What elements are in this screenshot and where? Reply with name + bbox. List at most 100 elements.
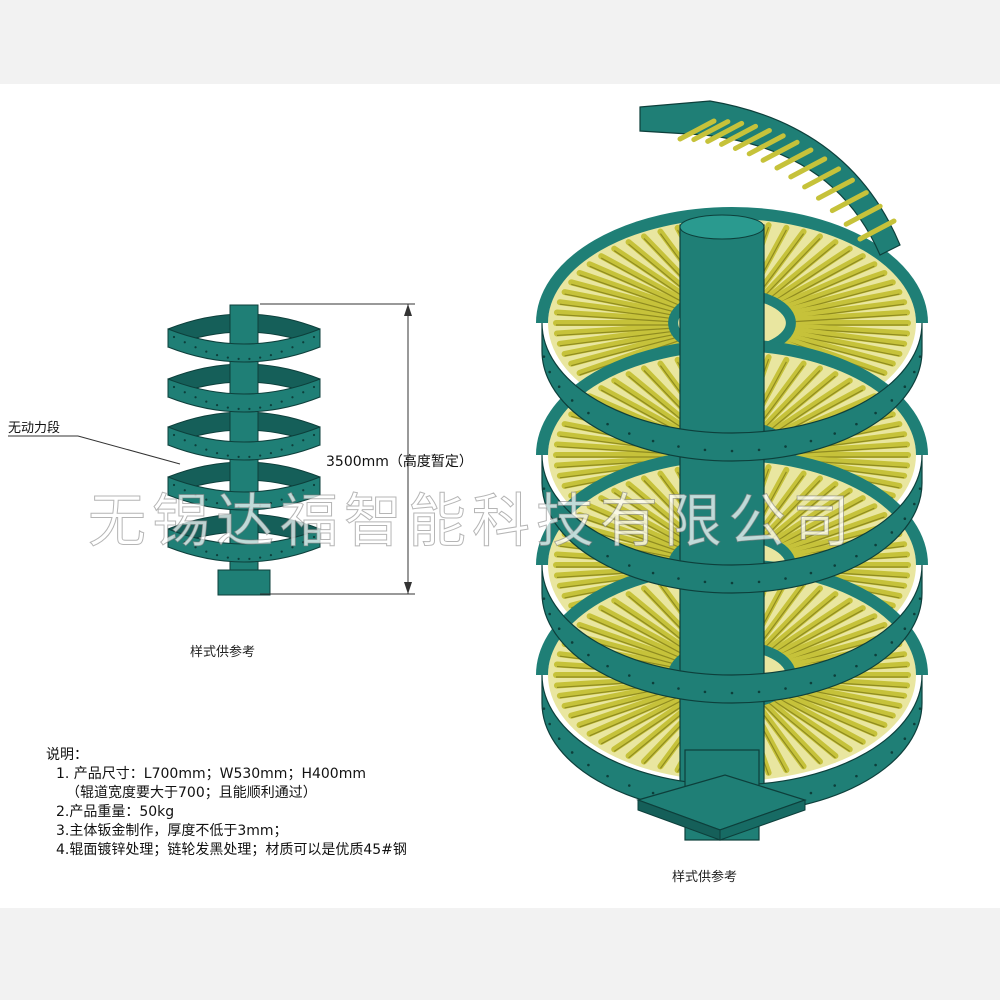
- outer-guard-rail: [541, 322, 923, 462]
- bolt-hole: [226, 504, 229, 507]
- roller: [776, 613, 878, 661]
- bolt-hole: [651, 681, 655, 685]
- roller-shadow: [579, 691, 682, 728]
- note-item: 1. 产品尺寸：L700mm；W530mm；H400mm: [56, 766, 366, 782]
- note-item: 2.产品重量：50kg: [56, 804, 175, 820]
- bolt-hole: [194, 346, 197, 349]
- bolt-hole: [237, 357, 240, 360]
- roller-shadow: [779, 617, 875, 661]
- bolt-hole: [548, 612, 551, 616]
- roller: [746, 133, 786, 157]
- roller: [785, 289, 903, 317]
- notes-block: 说明： 1. 产品尺寸：L700mm；W530mm；H400mm （辊道宽度要大…: [46, 746, 407, 860]
- roller-shadow: [771, 250, 851, 304]
- roller-shadow: [579, 274, 682, 311]
- roller: [586, 503, 688, 551]
- roller: [763, 481, 839, 544]
- roller: [691, 119, 731, 143]
- bolt-hole: [542, 487, 546, 490]
- roller: [802, 166, 842, 190]
- small-spiral-band-front: [167, 328, 321, 363]
- bolt-hole: [269, 404, 273, 407]
- bolt-hole: [205, 498, 208, 501]
- roller: [556, 299, 678, 320]
- roller: [787, 323, 911, 337]
- roller: [677, 118, 717, 142]
- bolt-hole: [855, 664, 858, 668]
- bolt-hole: [890, 531, 894, 534]
- bolt-hole: [237, 505, 240, 508]
- roller: [857, 218, 897, 242]
- bolt-hole: [280, 350, 283, 353]
- bolt-hole: [903, 517, 907, 520]
- bolt-hole: [205, 400, 208, 403]
- bolt-hole: [548, 370, 551, 374]
- roller-shadow: [579, 516, 682, 553]
- bolt-hole: [570, 751, 574, 754]
- roller: [843, 203, 883, 227]
- roller-shadow: [771, 492, 851, 546]
- bolt-hole: [874, 763, 877, 767]
- bolt-hole: [248, 455, 251, 458]
- roller: [787, 309, 911, 323]
- bolt-hole: [302, 439, 305, 442]
- roller: [576, 622, 684, 664]
- height-dimension-label: 3500mm（高度暂定）: [326, 454, 473, 470]
- bolt-hole: [890, 641, 894, 644]
- roller-shadow: [600, 257, 689, 306]
- bolt-hole: [651, 439, 655, 443]
- roller: [776, 689, 878, 737]
- bolt-hole: [784, 577, 787, 580]
- bolt-hole: [855, 774, 858, 778]
- bolt-hole: [627, 784, 631, 787]
- bolt-hole: [627, 674, 631, 677]
- roller: [576, 270, 684, 312]
- roller-shadow: [766, 243, 836, 302]
- bolt-hole: [757, 448, 761, 452]
- large-spiral-drawing: [536, 100, 928, 841]
- roller-shadow: [790, 445, 908, 455]
- bolt-hole: [194, 494, 197, 497]
- roller: [776, 503, 878, 551]
- roller: [568, 332, 682, 367]
- bolt-hole: [542, 355, 546, 358]
- roller-shadow: [564, 333, 677, 357]
- bolt-hole: [226, 454, 229, 457]
- roller: [568, 279, 682, 314]
- bolt-hole: [302, 391, 305, 394]
- roller: [772, 495, 866, 549]
- bolt-hole: [918, 597, 922, 600]
- outer-guard-rail: [541, 454, 923, 594]
- outer-guard-rail: [541, 564, 923, 704]
- bolt-hole: [205, 448, 208, 451]
- roller: [553, 309, 677, 323]
- bolt-hole: [570, 399, 574, 402]
- bolt-hole: [606, 664, 609, 668]
- bolt-hole: [248, 557, 251, 560]
- bolt-hole: [237, 407, 240, 410]
- bolt-hole: [784, 445, 787, 448]
- roller: [780, 512, 888, 554]
- bolt-hole: [226, 356, 229, 359]
- bolt-hole: [570, 641, 574, 644]
- roller-shadow: [761, 237, 821, 300]
- roller: [772, 253, 866, 307]
- note-item: 4.辊面镀锌处理；链轮发黑处理；材质可以是优质45#钢: [56, 842, 407, 858]
- bolt-hole: [809, 791, 813, 795]
- roller-shadow: [589, 507, 685, 551]
- roller-shadow: [779, 265, 875, 309]
- bolt-hole: [172, 385, 176, 389]
- bolt-hole: [557, 385, 561, 388]
- bolt-hole: [172, 535, 176, 539]
- roller: [561, 329, 679, 357]
- bolt-hole: [542, 707, 546, 710]
- bolt-hole: [291, 546, 294, 549]
- bolt-hole: [557, 517, 561, 520]
- roller-shadow: [766, 375, 836, 434]
- bolt-hole: [248, 505, 251, 508]
- bolt-hole: [703, 690, 707, 694]
- roller: [598, 691, 692, 745]
- bolt-hole: [291, 444, 294, 447]
- roller: [782, 279, 896, 314]
- bolt-hole: [215, 502, 219, 505]
